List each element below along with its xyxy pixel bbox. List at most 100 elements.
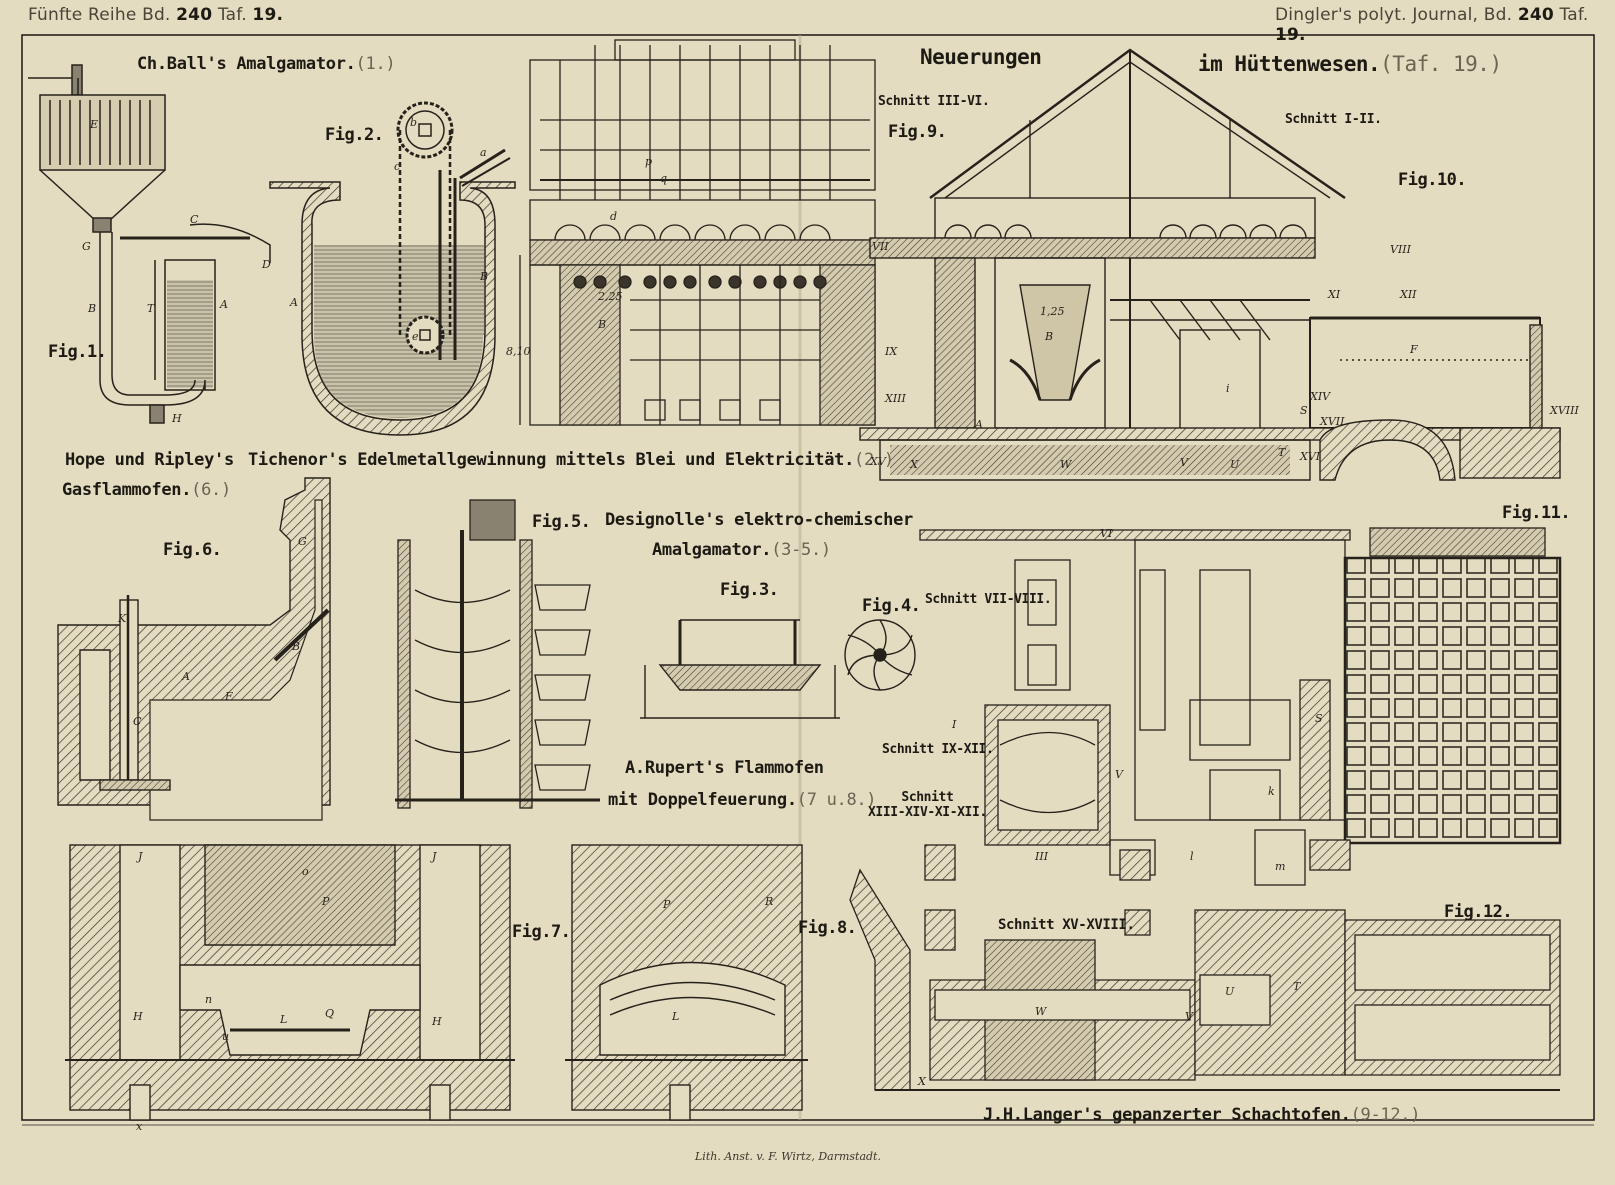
roman-8: VIII	[1390, 243, 1411, 256]
caption-langer: J.H.Langer's gepanzerter Schachtofen.(9-…	[983, 1105, 1421, 1125]
roman-14: XIV	[1310, 390, 1331, 403]
label-C: C	[190, 213, 199, 226]
label-R: R	[765, 895, 774, 908]
label-X-fig12: X	[918, 1075, 926, 1088]
label-S-fig11: S	[1315, 712, 1323, 725]
fig11-label: Fig.11.	[1502, 503, 1571, 523]
label-V-fig11: V	[1115, 768, 1123, 781]
section-15-18: Schnitt XV-XVIII.	[998, 917, 1135, 933]
header-left: Fünfte Reihe Bd. 240 Taf. 19.	[28, 5, 284, 25]
plate-frame	[21, 34, 1595, 1121]
header-right: Dingler's polyt. Journal, Bd. 240 Taf. 1…	[1275, 5, 1589, 45]
label-B: B	[88, 302, 97, 315]
label-x: x	[136, 1120, 143, 1133]
label-T-fig10: T	[1278, 446, 1286, 459]
plate-title-part1: Neuerungen	[920, 45, 1042, 69]
label-m: m	[1275, 860, 1286, 873]
dim-125: 1,25	[1040, 305, 1065, 318]
label-e: e	[412, 330, 419, 343]
label-T: T	[147, 302, 155, 315]
caption-designolle-line1: Designolle's elektro-chemischer	[605, 510, 913, 530]
label-F-fig6: F	[225, 690, 233, 703]
label-B-fig9: B	[598, 318, 607, 331]
label-A-fig10: A	[975, 418, 983, 431]
fig1-amalgamator	[28, 64, 271, 424]
label-B-fig10: B	[1045, 330, 1054, 343]
label-W: W	[1060, 458, 1072, 471]
fig6-label: Fig.6.	[163, 540, 222, 560]
fig12-plan	[849, 844, 1561, 1091]
label-k: k	[1268, 785, 1275, 798]
label-J-right: J	[432, 850, 437, 863]
fig2-label: Fig.2.	[325, 125, 384, 145]
fig5-designolle	[395, 499, 600, 809]
roman-1: I	[952, 718, 957, 731]
label-U: U	[1230, 458, 1240, 471]
section-7-8: Schnitt VII-VIII.	[925, 592, 1052, 607]
label-a: a	[480, 146, 487, 159]
label-P: P	[322, 895, 330, 908]
roman-6: VI	[1100, 527, 1113, 540]
label-C-fig6: C	[133, 715, 142, 728]
label-l: l	[1190, 850, 1194, 863]
label-V: V	[1180, 456, 1188, 469]
label-u: u	[222, 1030, 230, 1043]
label-W-fig12: W	[1035, 1005, 1047, 1018]
fig10-label: Fig.10.	[1398, 170, 1467, 190]
roman-7: VII	[872, 240, 889, 253]
plate-title-part2: im Hüttenwesen.(Taf. 19.)	[1198, 52, 1502, 76]
caption-tichenor: Tichenor's Edelmetallgewinnung mittels B…	[248, 450, 894, 470]
fig5-label: Fig.5.	[532, 512, 591, 532]
label-S: S	[1300, 404, 1308, 417]
label-V-fig12: V	[1185, 1010, 1193, 1023]
fig10-section	[859, 48, 1561, 481]
label-A-fig6: A	[182, 670, 190, 683]
label-G-fig6: G	[298, 535, 307, 548]
label-d: d	[610, 210, 618, 223]
lithographer-imprint: Lith. Anst. v. F. Wirtz, Darmstadt.	[695, 1150, 881, 1163]
label-H: H	[172, 412, 182, 425]
fig11-plan	[919, 527, 1562, 886]
section-3-6: Schnitt III-VI.	[878, 94, 990, 109]
label-F: F	[1410, 343, 1418, 356]
label-p: p	[645, 155, 653, 168]
label-T-fig12: T	[1293, 980, 1301, 993]
fig9-label: Fig.9.	[888, 122, 947, 142]
fig4-wheel	[844, 619, 916, 691]
fig8-flammofen	[565, 844, 808, 1121]
label-P-fig8: P	[663, 898, 671, 911]
label-b: b	[410, 116, 418, 129]
fig7-label: Fig.7.	[512, 922, 571, 942]
label-A: A	[220, 298, 228, 311]
dim-810: 8,10	[506, 345, 531, 358]
label-q: q	[660, 172, 668, 185]
roman-11: XI	[1328, 288, 1341, 301]
label-H-fig7: H	[133, 1010, 143, 1023]
roman-16: XVI	[1300, 450, 1321, 463]
fig12-label: Fig.12.	[1444, 902, 1513, 922]
roman-13: XIII	[885, 392, 906, 405]
label-Q: Q	[325, 1007, 335, 1020]
label-c: c	[394, 160, 401, 173]
fig1-label: Fig.1.	[48, 342, 107, 362]
label-J: J	[138, 850, 143, 863]
roman-9: IX	[885, 345, 898, 358]
label-B-fig2: B	[480, 270, 489, 283]
fig9-elevation	[519, 39, 876, 426]
label-i: i	[1226, 382, 1230, 395]
fig8-label: Fig.8.	[798, 918, 857, 938]
roman-17: XVII	[1320, 415, 1345, 428]
label-o: o	[302, 865, 309, 878]
label-D: D	[262, 258, 271, 271]
caption-ball: Ch.Ball's Amalgamator.(1.)	[137, 54, 396, 74]
fig3-pan	[640, 619, 840, 719]
caption-rupert-line2: mit Doppelfeuerung.(7 u.8.)	[608, 790, 877, 810]
caption-hope-line2: Gasflammofen.(6.)	[62, 480, 231, 500]
label-L: L	[280, 1013, 288, 1026]
caption-rupert-line1: A.Rupert's Flammofen	[625, 758, 824, 778]
label-n: n	[205, 993, 213, 1006]
roman-18: XVIII	[1550, 404, 1579, 417]
